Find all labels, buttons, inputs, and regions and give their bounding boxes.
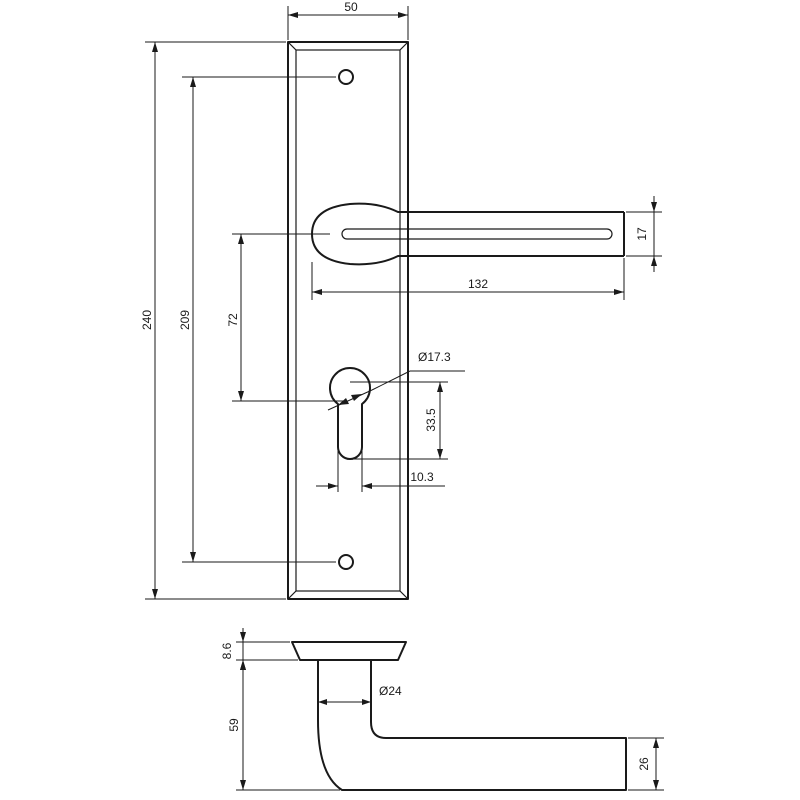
lever-handle — [311, 202, 624, 266]
dim-label-plate-width: 50 — [344, 0, 358, 14]
dim-lever-thickness: 17 — [626, 196, 662, 272]
dim-label-grip-height: 26 — [637, 757, 651, 771]
dim-label-projection: 59 — [227, 718, 241, 732]
side-view — [291, 641, 627, 791]
dim-plate-height: 240 — [140, 41, 286, 600]
dim-label-lever-length: 132 — [468, 277, 488, 291]
dim-cylinder-length: 33.5 — [350, 381, 448, 460]
bevel-corner — [287, 590, 297, 600]
lever-groove — [341, 228, 613, 240]
dim-handle-to-lock: 72 — [226, 233, 346, 402]
screw-hole-bottom — [338, 554, 354, 570]
front-view — [287, 41, 625, 600]
dim-projection: 59 — [227, 660, 340, 791]
dim-label-neck-diameter: Ø24 — [379, 684, 402, 698]
dim-hole-spacing: 209 — [178, 76, 336, 563]
dim-label-cylinder-diameter: Ø17.3 — [418, 350, 451, 364]
dim-label-plate-height: 240 — [140, 310, 154, 330]
dim-plate-width: 50 — [287, 0, 409, 40]
cylinder-cutout — [329, 367, 371, 460]
rose-profile — [291, 641, 407, 661]
backplate-outline — [287, 41, 409, 600]
bevel-corner — [399, 590, 409, 600]
dim-label-cylinder-width: 10.3 — [410, 470, 434, 484]
lever-profile — [317, 660, 627, 791]
dim-label-rose-height: 8.6 — [220, 642, 234, 659]
screw-hole-top — [338, 69, 354, 85]
dim-lever-length: 132 — [311, 258, 625, 300]
dim-label-handle-to-lock: 72 — [226, 313, 240, 327]
dim-neck-diameter: Ø24 — [318, 684, 402, 705]
dim-label-hole-spacing: 209 — [178, 310, 192, 330]
backplate-bevel — [295, 49, 401, 592]
bevel-corner — [399, 41, 409, 51]
dim-cylinder-diameter: Ø17.3 — [327, 350, 465, 411]
dim-cylinder-width: 10.3 — [316, 448, 445, 492]
dim-label-cylinder-length: 33.5 — [424, 408, 438, 432]
dim-grip-height: 26 — [628, 737, 664, 791]
dim-label-lever-thickness: 17 — [635, 227, 649, 241]
bevel-corner — [287, 41, 297, 51]
dim-rose-height: 8.6 — [220, 628, 298, 674]
